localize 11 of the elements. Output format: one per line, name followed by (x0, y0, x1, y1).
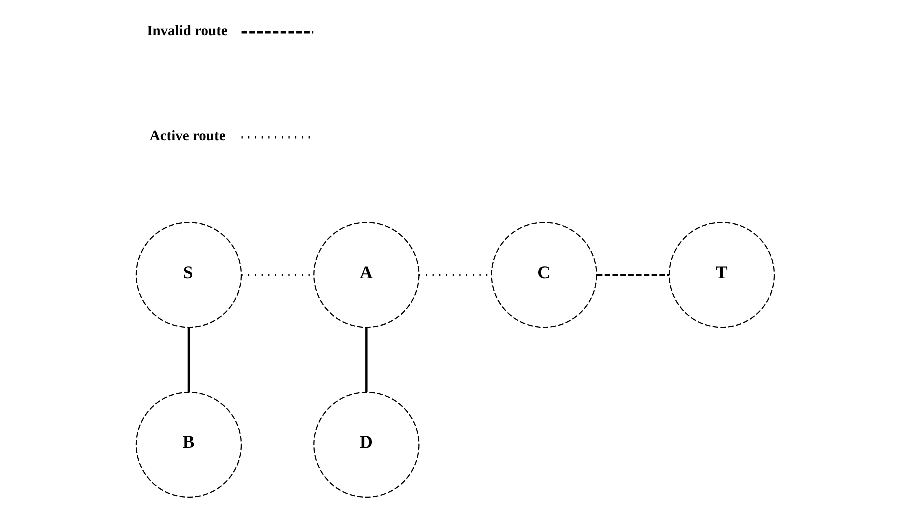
node-circle: B (136, 392, 242, 498)
node-circle: C (491, 222, 598, 328)
legend-label: Invalid route (147, 23, 228, 40)
node-circle: S (136, 222, 242, 328)
connector (366, 328, 368, 392)
node-circle: D (314, 392, 420, 498)
node-circle: A (314, 222, 420, 328)
legend-label: Active route (150, 128, 226, 144)
connector (597, 274, 670, 276)
connector (188, 328, 190, 392)
node-circle: T (668, 222, 776, 328)
